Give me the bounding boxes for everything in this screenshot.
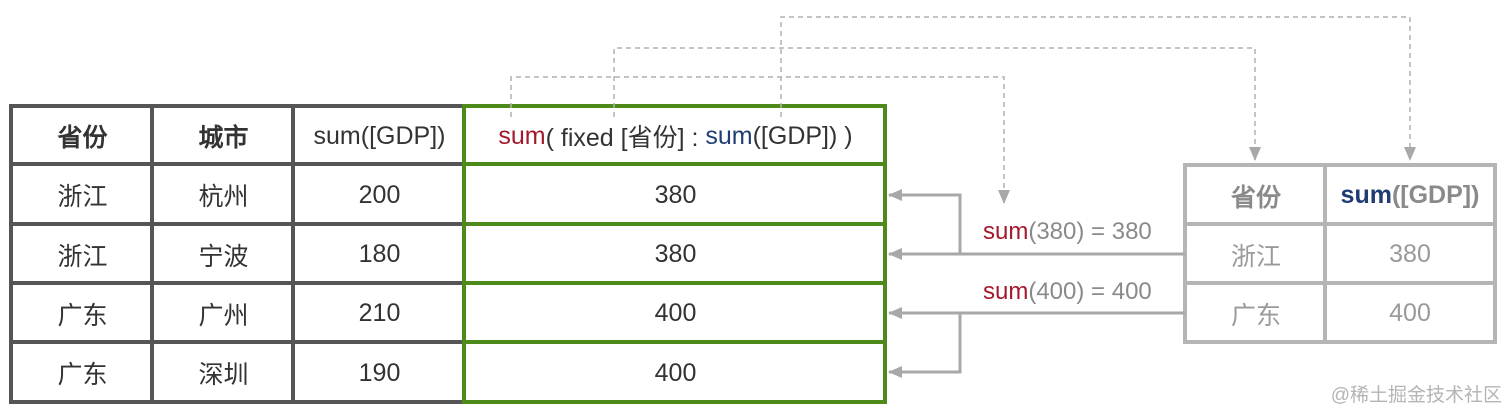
computed-column-border [462, 104, 887, 404]
cell-gdp: 200 [358, 180, 401, 209]
cell-fixed-result: 380 [654, 240, 697, 268]
note-fn: sum [983, 218, 1029, 245]
sum-note-guangdong: sum(400) = 400 [983, 278, 1152, 306]
cell-province: 广东 [57, 301, 108, 330]
cell-gdp: 190 [358, 358, 401, 387]
right-cell-province: 广东 [1230, 301, 1281, 330]
right-cell-province: 浙江 [1230, 242, 1281, 271]
cell-province: 浙江 [57, 242, 108, 271]
right-cell-sum: 400 [1389, 299, 1431, 327]
formula-inner-arg: ([GDP]) [752, 121, 838, 150]
cell-gdp: 180 [358, 240, 401, 268]
right-header-sum-fn: sum [1340, 181, 1392, 209]
cell-fixed-result: 400 [654, 299, 697, 327]
header-city: 城市 [198, 124, 249, 152]
cell-city: 深圳 [198, 361, 249, 389]
formula-open: ( fixed [省份] : [545, 124, 706, 152]
watermark: @稀土掘金技术社区 [1330, 385, 1502, 406]
cell-city: 杭州 [198, 183, 249, 211]
note-fn: sum [983, 278, 1029, 305]
cell-province: 广东 [57, 361, 108, 389]
formula-outer-fn: sum [498, 121, 546, 150]
header-gdp-sum: sum([GDP]) [313, 121, 446, 150]
note-rest: (380) = 380 [1028, 218, 1152, 245]
cell-city: 宁波 [198, 242, 249, 271]
dashed-connectors [510, 16, 1416, 204]
formula-inner-fn: sum [705, 121, 753, 150]
right-header-sum: sum([GDP]) [1327, 167, 1493, 224]
formula-close: ) [837, 121, 853, 150]
cell-city: 广州 [198, 301, 249, 330]
left-table-grid [9, 104, 466, 404]
right-header-sum-arg: ([GDP]) [1391, 181, 1480, 209]
right-cell-sum: 380 [1389, 240, 1431, 268]
sum-note-zhejiang: sum(380) = 380 [983, 218, 1152, 246]
header-fixed-formula: sum( fixed [省份] : sum([GDP]) ) [466, 108, 885, 164]
cell-fixed-result: 380 [654, 180, 697, 209]
right-header-province: 省份 [1230, 183, 1281, 212]
result-arrows [888, 189, 1185, 378]
cell-gdp: 210 [358, 299, 401, 327]
note-rest: (400) = 400 [1028, 278, 1152, 305]
header-province: 省份 [57, 124, 108, 152]
cell-province: 浙江 [57, 183, 108, 211]
cell-fixed-result: 400 [654, 358, 697, 387]
